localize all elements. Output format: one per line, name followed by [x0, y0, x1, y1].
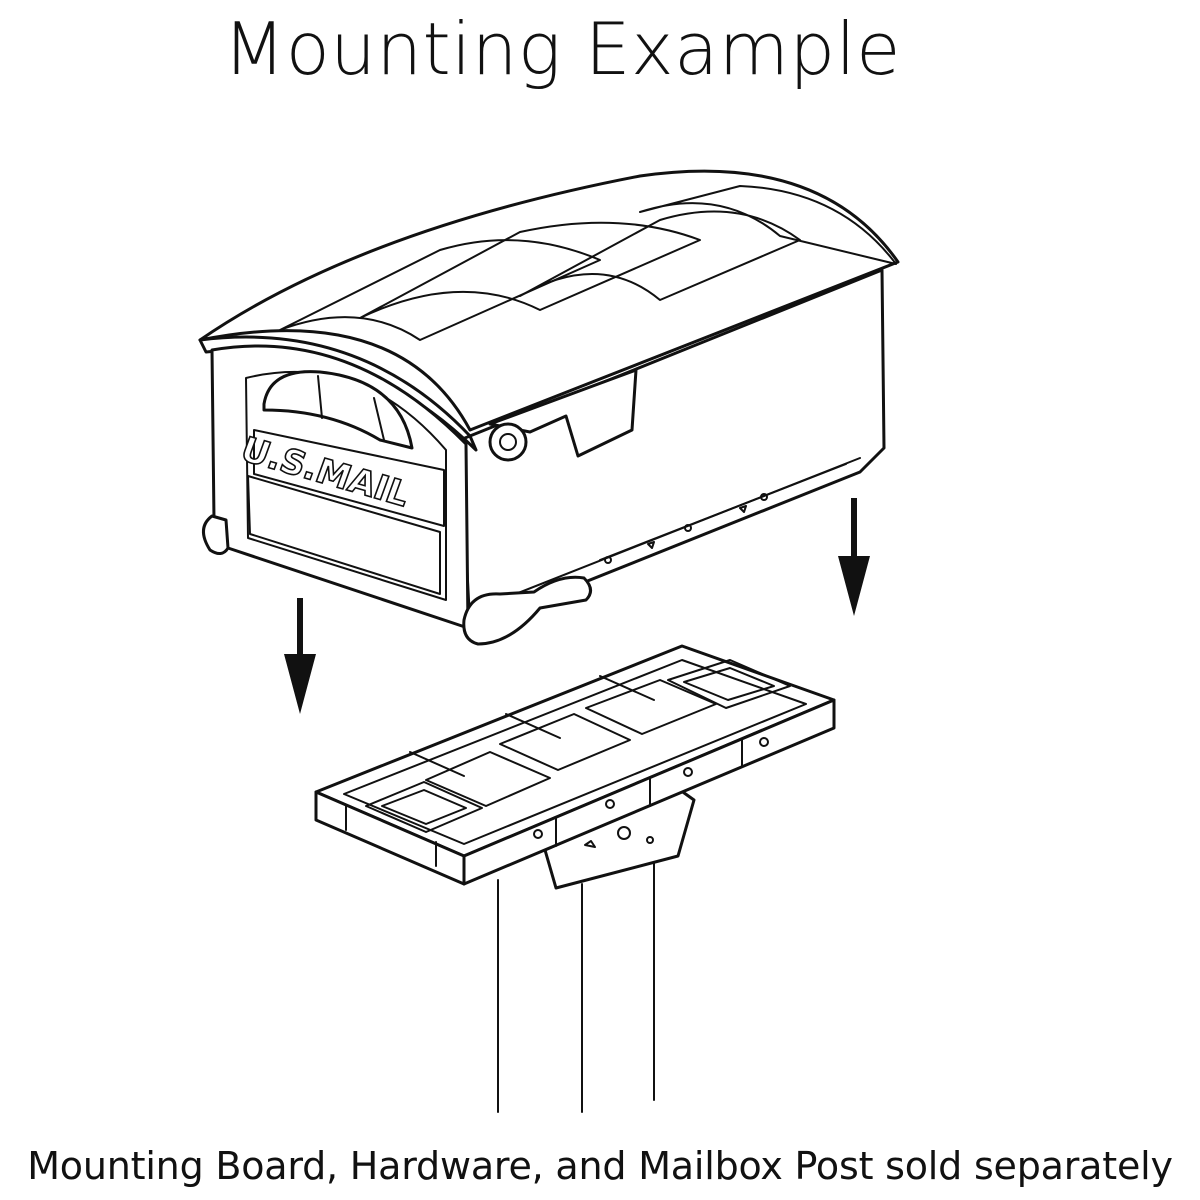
mounting-board	[314, 644, 836, 890]
mailbox: U.S.MAIL	[198, 169, 900, 646]
caption: Mounting Board, Hardware, and Mailbox Po…	[27, 1144, 1173, 1188]
page-title: Mounting Example	[223, 7, 901, 91]
mailbox-post	[497, 839, 655, 1113]
down-arrow-right-icon	[838, 498, 870, 616]
down-arrow-left-icon	[284, 598, 316, 714]
